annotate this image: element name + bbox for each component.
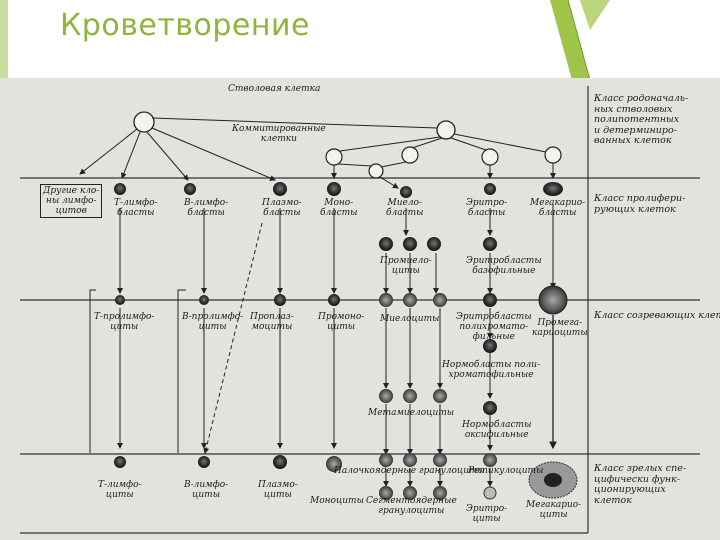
hematopoiesis-scheme: Стволовая клетка Коммитированные клетки … (0, 78, 720, 540)
corner-decoration (550, 0, 720, 80)
segmented-granulocytes-label: Сегментоядерные гранулоциты (366, 496, 457, 516)
segmented-granulocyte-cell-3 (433, 486, 447, 500)
oxyphilic-normoblasts-label: Нормобласты оксифильные (462, 420, 532, 440)
myelocyte-cell-2 (403, 293, 417, 307)
proplasmocytes-label: Проплаз- моциты (250, 312, 294, 332)
promegakaryocyte-cell (538, 285, 568, 315)
plasmocytes-label: Плазмо- циты (258, 480, 298, 500)
megakaryoblast-cell (543, 182, 563, 196)
b-prolymphocyte-cell (199, 295, 209, 305)
t-lymphocyte-cell (114, 456, 126, 468)
committed-cell-3 (401, 146, 419, 164)
megakaryocyte-nucleus (544, 473, 562, 487)
monoblasts-label: Моно- бласты (320, 198, 358, 218)
band-granulocyte-cell-3 (433, 453, 447, 467)
polychromatophilic-normoblast-cell (483, 339, 497, 353)
erythroblasts-label: Эритро- бласты (466, 198, 508, 218)
t-lymphoblast-cell (114, 183, 126, 195)
class-2-label: Класс пролифери- рующих клеток (594, 193, 686, 215)
basophilic-erythroblast-cell (483, 237, 497, 251)
band-granulocyte-cell-1 (379, 453, 393, 467)
class-3-label: Класс созревающих клеток (594, 310, 720, 321)
myeloblasts-label: Миело- бласты (386, 198, 424, 218)
class-4-label: Класс зрелых спе- цифически функ- ционир… (594, 463, 687, 506)
erythrocyte-cell (483, 486, 497, 500)
promyelocyte-cell-2 (403, 237, 417, 251)
class-1-label: Класс родоначаль- ных стволовых полипоте… (594, 93, 689, 146)
erythrocytes-label: Эритро- циты (466, 504, 508, 524)
t-lymphoblasts-label: Т-лимфо- бласты (114, 198, 158, 218)
b-lymphoblasts-label: В-лимфо- бласты (184, 198, 229, 218)
segmented-granulocyte-cell-2 (403, 486, 417, 500)
committed-cell-2 (325, 148, 343, 166)
left-accent-bar (0, 0, 8, 80)
band-granulocytes-label: Палочкоядерные гранулоциты (334, 466, 485, 476)
committed-cell-6 (368, 163, 384, 179)
megakaryocytes-label: Мегакарио- циты (526, 500, 582, 520)
b-lymphocyte-cell (198, 456, 210, 468)
polychromatophilic-erythroblast-cell (483, 293, 497, 307)
erythroblast-cell (484, 183, 496, 195)
committed-cell-1 (436, 120, 456, 140)
plasmablasts-label: Плазмо- бласты (262, 198, 302, 218)
metamyelocytes-label: Метамиелоциты (368, 408, 455, 418)
t-lymphocytes-label: Т-лимфо- циты (98, 480, 142, 500)
other-lymphocyte-clones-label: Другие кло- ны лимфо- цитов (40, 184, 103, 218)
metamyelocyte-cell-3 (433, 389, 447, 403)
scheme-lines (20, 86, 700, 534)
t-prolymphocyte-cell (115, 295, 125, 305)
megakaryoblasts-label: Мегакарио- бласты (530, 198, 586, 218)
metamyelocyte-cell-1 (379, 389, 393, 403)
metamyelocyte-cell-2 (403, 389, 417, 403)
band-granulocyte-cell-2 (403, 453, 417, 467)
promyelocyte-cell-3 (427, 237, 441, 251)
stem-cell (133, 111, 155, 133)
myelocyte-cell-3 (433, 293, 447, 307)
monocyte-cell (326, 456, 342, 472)
b-lymphocytes-label: В-лимфо- циты (184, 480, 229, 500)
plasmocyte-cell (273, 455, 287, 469)
monocytes-label: Моноциты (310, 496, 364, 506)
myelocyte-cell-1 (379, 293, 393, 307)
promyelocyte-cell-1 (379, 237, 393, 251)
myeloblast-cell (400, 186, 412, 198)
myelocytes-label: Миелоциты (380, 314, 440, 324)
reticulocyte-cell (483, 453, 497, 467)
committed-cell-4 (481, 148, 499, 166)
monoblast-cell (327, 182, 341, 196)
b-lymphoblast-cell (184, 183, 196, 195)
polychromatophilic-erythroblasts-label: Эритробласты полихромато- фильные (456, 312, 532, 342)
promyelocytes-label: Промиело- циты (380, 256, 432, 276)
reticulocytes-label: Ретикулоциты (468, 466, 544, 476)
b-prolymphocytes-label: В-пролимфо- циты (182, 312, 244, 332)
t-prolymphocytes-label: Т-пролимфо- циты (94, 312, 155, 332)
basophilic-erythroblasts-label: Эритробласты базофильные (466, 256, 542, 276)
committed-cells-label: Коммитированные клетки (232, 124, 326, 144)
proplasmocyte-cell (274, 294, 286, 306)
stem-cell-label: Стволовая клетка (228, 84, 321, 94)
committed-cell-5 (544, 146, 562, 164)
polychromatophilic-normoblasts-label: Нормобласты поли- хроматофильные (442, 360, 541, 380)
plasmablast-cell (273, 182, 287, 196)
promonocytes-label: Промоно- циты (318, 312, 365, 332)
promegakaryocytes-label: Промега- кариоциты (532, 318, 588, 338)
slide-title: Кроветворение (60, 8, 310, 43)
oxyphilic-normoblast-cell (483, 401, 497, 415)
promonocyte-cell (328, 294, 340, 306)
segmented-granulocyte-cell-1 (379, 486, 393, 500)
